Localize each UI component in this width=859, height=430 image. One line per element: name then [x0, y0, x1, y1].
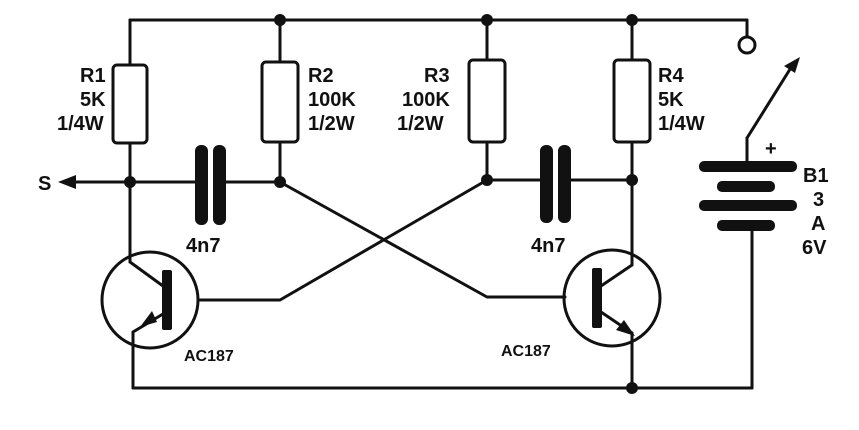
- junction-q2-collector: [626, 174, 638, 186]
- c1-value-label: 4n7: [186, 235, 220, 257]
- cross-wire-r3-to-q1-base: [198, 178, 489, 302]
- r4-value-label: 5K: [658, 89, 684, 111]
- r1-name-label: R1: [80, 65, 106, 87]
- battery-line3-label: A: [811, 213, 825, 235]
- switch-arrow-icon: [784, 57, 800, 73]
- switch-terminal: [737, 35, 757, 55]
- resistor-r3: [467, 58, 507, 144]
- switch-lever: [745, 64, 794, 140]
- transistor-q2: [562, 248, 662, 348]
- resistor-r2: [260, 60, 300, 144]
- battery-name-label: B1: [803, 165, 829, 187]
- junction-bottom-q2: [626, 382, 638, 394]
- r2-rating-label: 1/2W: [308, 113, 355, 135]
- output-arrow-icon: [58, 175, 76, 189]
- q1-base-bar: [162, 270, 172, 330]
- q2-type-label: AC187: [501, 343, 551, 360]
- battery-line2-label: 3: [813, 189, 824, 211]
- resistor-r1: [111, 63, 149, 145]
- capacitor-c1-plate-right: [213, 145, 226, 225]
- cross-wire-r2-to-q2-base: [278, 180, 567, 299]
- r3-name-label: R3: [424, 65, 450, 87]
- r3-rating-label: 1/2W: [397, 113, 444, 135]
- c2-value-label: 4n7: [531, 235, 565, 257]
- battery-plate-1: [699, 161, 797, 172]
- r4-rating-label: 1/4W: [658, 113, 705, 135]
- capacitor-c2-plate-left: [540, 145, 553, 223]
- r4-name-label: R4: [658, 65, 684, 87]
- battery-plate-4: [717, 220, 775, 231]
- q2-collector-diagonal: [599, 263, 634, 288]
- r3-value-label: 100K: [402, 89, 450, 111]
- r1-value-label: 5K: [80, 89, 106, 111]
- transistor-q1: [100, 250, 200, 350]
- q2-emitter-arrow-icon: [616, 320, 635, 336]
- q1-collector-diagonal: [128, 260, 165, 288]
- r2-value-label: 100K: [308, 89, 356, 111]
- r2-name-label: R2: [308, 65, 334, 87]
- capacitor-c1-plate-left: [195, 145, 208, 225]
- q1-type-label: AC187: [184, 348, 234, 365]
- battery-plate-3: [699, 200, 797, 211]
- battery-polarity-label: +: [765, 138, 777, 160]
- output-label: S: [38, 173, 51, 195]
- capacitor-c2-plate-right: [558, 145, 571, 223]
- battery-voltage-label: 6V: [802, 237, 827, 259]
- q2-base-bar: [592, 268, 602, 328]
- r1-rating-label: 1/4W: [57, 113, 104, 135]
- resistor-r4: [612, 58, 652, 144]
- battery-plate-2: [717, 181, 775, 192]
- q1-emitter-arrow-icon: [140, 311, 157, 327]
